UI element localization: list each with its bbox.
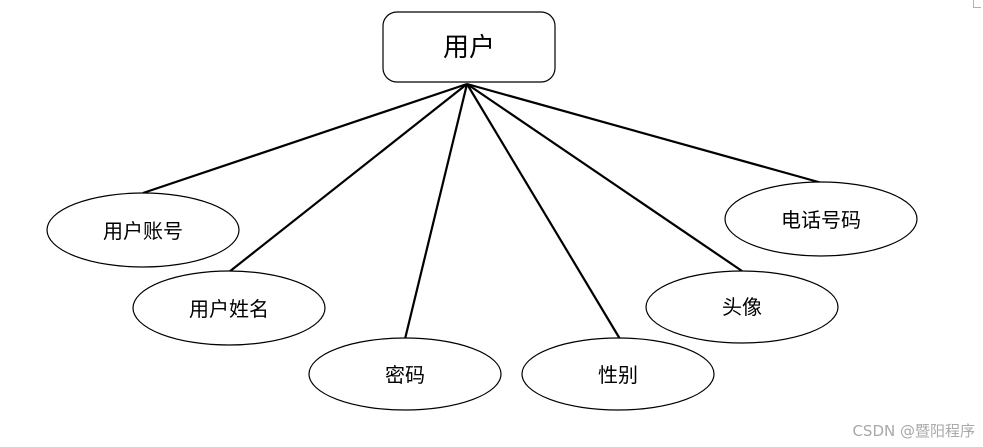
connector-avatar: [466, 83, 743, 272]
attribute-ellipse: [46, 192, 240, 268]
connector-phone: [466, 82, 823, 185]
corner-mark: [973, 0, 981, 8]
attribute-label: 用户账号: [103, 219, 183, 243]
attribute-ellipse: [308, 337, 502, 411]
attribute-label: 头像: [722, 295, 762, 319]
connectors: [142, 82, 823, 340]
entity-box: [382, 11, 556, 83]
connector-account: [142, 82, 468, 195]
attribute-label: 性别: [598, 363, 638, 387]
attribute-label: 电话号码: [781, 208, 861, 232]
watermark: CSDN @暨阳程序: [852, 422, 975, 440]
attribute-name: 用户姓名: [132, 270, 326, 346]
attribute-account: 用户账号: [46, 192, 240, 268]
attribute-password: 密码: [308, 337, 502, 411]
attribute-label: 密码: [385, 363, 425, 387]
attribute-label: 用户姓名: [189, 297, 269, 321]
attribute-gender: 性别: [521, 337, 715, 411]
attribute-ellipse: [521, 337, 715, 411]
attribute-ellipse: [132, 270, 326, 346]
attribute-phone: 电话号码: [724, 181, 918, 257]
connector-password: [403, 83, 469, 340]
entity-user: 用户: [382, 11, 556, 83]
attribute-ellipse: [645, 270, 839, 344]
connector-name: [228, 83, 468, 273]
entity-label: 用户: [443, 33, 495, 63]
attribute-avatar: 头像: [645, 270, 839, 344]
attribute-ellipse: [724, 181, 918, 257]
connector-gender: [466, 83, 621, 340]
